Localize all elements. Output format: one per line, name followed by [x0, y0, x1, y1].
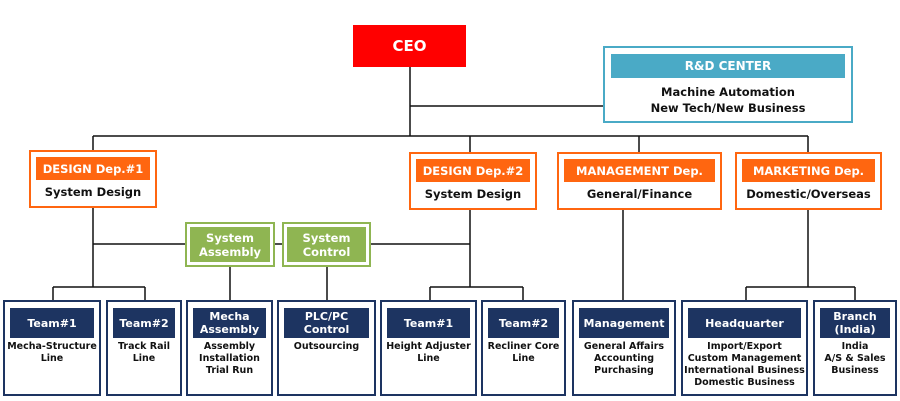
team-body-line: Height Adjuster [386, 341, 471, 352]
team-title: Management [579, 308, 669, 338]
department-subtitle: System Design [44, 185, 142, 199]
team-body-line: Line [417, 353, 440, 364]
team-title-line: Branch [833, 310, 877, 323]
rnd-center-box[interactable]: R&D CENTER Machine Automation New Tech/N… [603, 46, 853, 123]
team-title: Headquarter [688, 308, 801, 338]
team-body-line: International Business [684, 365, 805, 376]
team-body-line: Track Rail [117, 341, 171, 352]
team-body-line: Domestic Business [694, 377, 795, 388]
team-body: Import/Export Custom Management Internat… [683, 341, 806, 389]
rnd-center-body: Machine Automation New Tech/New Business [605, 84, 851, 116]
team-body-line: Mecha-Structure [7, 341, 97, 352]
team-title-line: Management [583, 316, 665, 330]
team-title-line: Team#1 [27, 316, 77, 330]
team-title: Branch(India) [820, 308, 890, 338]
department-title: MARKETING Dep. [742, 159, 875, 182]
department-marketing[interactable]: MARKETING Dep. Domestic/Overseas [735, 152, 882, 210]
department-subtitle: General/Finance [586, 187, 693, 201]
team-title-line: Assembly [199, 323, 260, 336]
ceo-box[interactable]: CEO [353, 25, 466, 67]
team-body: Recliner Core Line [483, 341, 564, 365]
team-body: Assembly Installation Trial Run [188, 341, 271, 377]
team-title: Team#1 [387, 308, 470, 338]
team-body: India A/S & Sales Business [815, 341, 895, 377]
team-body-line: Outsourcing [293, 341, 360, 352]
unit-label-line: Assembly [198, 244, 262, 259]
team-height-adjuster[interactable]: Team#1 Height Adjuster Line [380, 300, 477, 396]
ceo-label: CEO [392, 37, 427, 55]
team-headquarter[interactable]: Headquarter Import/Export Custom Managem… [681, 300, 808, 396]
unit-label-line: Control [302, 244, 351, 259]
team-title: Team#1 [10, 308, 94, 338]
team-body-line: Installation [199, 353, 260, 364]
team-body: Outsourcing [279, 341, 374, 353]
team-branch-india[interactable]: Branch(India) India A/S & Sales Business [813, 300, 897, 396]
rnd-center-title: R&D CENTER [611, 54, 845, 78]
unit-label-line: System [302, 230, 351, 245]
team-body-line: Purchasing [594, 365, 654, 376]
team-title: Team#2 [488, 308, 559, 338]
team-body-line: Assembly [203, 341, 256, 352]
team-body: Track Rail Line [108, 341, 180, 365]
team-title-line: Control [303, 323, 350, 336]
team-body-line: Import/Export [707, 341, 782, 352]
team-body-line: Line [40, 353, 64, 364]
team-title-line: Team#2 [498, 316, 549, 330]
team-body-line: Trial Run [205, 365, 254, 376]
team-title-line: Team#2 [119, 316, 169, 330]
team-body-line: Business [831, 365, 879, 376]
team-body-line: Accounting [593, 353, 655, 364]
team-management[interactable]: Management General Affairs Accounting Pu… [572, 300, 676, 396]
team-body-line: A/S & Sales [824, 353, 886, 364]
team-title-line: (India) [834, 323, 876, 336]
team-body: Mecha-Structure Line [5, 341, 99, 365]
department-title: DESIGN Dep.#2 [416, 159, 530, 182]
department-design-1[interactable]: DESIGN Dep.#1 System Design [29, 150, 157, 208]
team-mecha-structure[interactable]: Team#1 Mecha-Structure Line [3, 300, 101, 396]
department-subtitle: Domestic/Overseas [746, 187, 871, 201]
team-body-line: Line [512, 353, 535, 364]
rnd-center-line: New Tech/New Business [650, 101, 806, 115]
department-title: DESIGN Dep.#1 [36, 157, 150, 180]
team-body-line: India [841, 341, 869, 352]
rnd-center-line: Machine Automation [661, 85, 795, 99]
unit-label-line: System [206, 230, 254, 245]
team-body: General Affairs Accounting Purchasing [574, 341, 674, 377]
team-body-line: Line [132, 353, 156, 364]
team-recliner-core[interactable]: Team#2 Recliner Core Line [481, 300, 566, 396]
team-title: Team#2 [113, 308, 175, 338]
department-design-2[interactable]: DESIGN Dep.#2 System Design [409, 152, 537, 210]
department-management[interactable]: MANAGEMENT Dep. General/Finance [557, 152, 722, 210]
team-body-line: Custom Management [687, 353, 802, 364]
department-subtitle: System Design [424, 187, 522, 201]
team-title-line: Headquarter [705, 316, 784, 330]
team-body-line: General Affairs [583, 341, 665, 352]
team-title-line: Team#1 [403, 316, 454, 330]
team-track-rail[interactable]: Team#2 Track Rail Line [106, 300, 182, 396]
team-body: Height Adjuster Line [382, 341, 475, 365]
department-title: MANAGEMENT Dep. [564, 159, 715, 182]
team-title-line: Mecha [209, 310, 250, 323]
team-title-line: PLC/PC [304, 310, 349, 323]
team-body-line: Recliner Core [487, 341, 560, 352]
